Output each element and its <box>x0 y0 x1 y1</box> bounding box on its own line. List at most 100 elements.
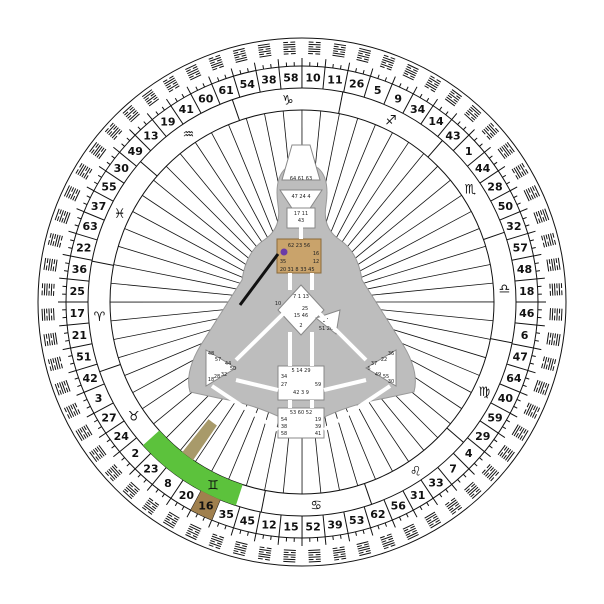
degree-tick <box>516 202 521 206</box>
degree-tick <box>68 355 73 357</box>
gate-number-label: 63 <box>82 220 97 233</box>
planet-pointer-line <box>238 253 280 306</box>
outer-ring-outline <box>37 37 567 567</box>
degree-tick <box>531 247 536 249</box>
degree-tick <box>362 70 365 75</box>
degree-tick <box>121 143 125 147</box>
degree-tick <box>202 516 206 521</box>
gate-divider <box>514 278 537 282</box>
taurus-icon: ♉ <box>128 410 140 425</box>
degree-tick <box>161 493 165 498</box>
gate-divider <box>420 479 434 499</box>
virgo-icon: ♍ <box>479 385 491 400</box>
degree-tick <box>68 247 73 249</box>
hexagram-icon <box>546 332 561 347</box>
degree-tick <box>146 484 153 491</box>
identity-gate-label-5: 25 <box>302 306 308 312</box>
gate-number-label: 13 <box>143 129 158 142</box>
g-gate-label-2: 16 <box>313 251 319 257</box>
ajna-center <box>279 189 323 223</box>
gate-divider <box>363 76 371 98</box>
hexagram-icon <box>75 162 93 180</box>
degree-tick <box>445 488 449 493</box>
hexagram-icon <box>356 541 372 557</box>
sacral-gate-label-4: 27 <box>281 382 287 388</box>
spleen-gate-label-7: 28 <box>214 374 220 380</box>
gate-divider <box>151 119 167 137</box>
gemini-icon: ♊ <box>207 478 219 493</box>
degree-tick <box>509 186 518 192</box>
hexagram-icon <box>89 444 107 463</box>
gate-divider <box>467 151 485 167</box>
degree-tick <box>247 531 249 536</box>
hexagram-icon <box>54 379 71 396</box>
degree-tick <box>370 527 374 536</box>
degree-tick <box>527 370 536 374</box>
degree-tick <box>384 522 388 527</box>
degree-tick <box>111 155 116 159</box>
degree-tick <box>513 405 518 409</box>
degree-tick <box>121 457 125 461</box>
degree-tick <box>202 83 206 88</box>
gate-number-label: 45 <box>240 514 255 527</box>
degree-tick <box>74 377 79 380</box>
gate-divider <box>499 383 521 393</box>
gate-number-label: 14 <box>428 115 444 128</box>
degree-tick <box>516 398 521 402</box>
degree-tick <box>270 535 272 541</box>
gate-divider <box>119 437 137 453</box>
hexagram-icon <box>41 283 55 296</box>
root-gate-label-4: 38 <box>281 424 287 430</box>
zodiac-divider <box>260 490 266 513</box>
gate-divider <box>134 134 151 152</box>
gate-highlight-cell <box>190 490 221 521</box>
gate-divider <box>119 151 137 167</box>
aquarius-icon: ♒ <box>183 128 195 143</box>
hexagram-icon <box>541 232 557 248</box>
degree-tick <box>70 362 75 365</box>
hexagram-icon <box>511 424 529 442</box>
gate-number-label: 28 <box>487 180 502 193</box>
degree-tick <box>216 522 220 527</box>
hexagram-icon <box>283 549 296 563</box>
gate-number-label: 46 <box>519 307 535 320</box>
gate-divider <box>383 499 393 521</box>
gate-number-label: 59 <box>487 412 502 425</box>
hexagram-icon <box>104 464 123 482</box>
gate-divider <box>93 402 114 414</box>
zodiac-divider <box>231 99 240 121</box>
degree-tick <box>527 230 536 234</box>
gate-divider <box>506 363 528 371</box>
gate-divider <box>490 190 511 202</box>
degree-tick <box>106 439 111 443</box>
degree-tick <box>277 59 280 68</box>
degree-tick <box>62 253 71 257</box>
degree-tick <box>239 70 242 75</box>
g-gate-label-3: 35 <box>280 259 286 265</box>
degree-tick <box>253 62 257 71</box>
degree-tick <box>347 533 351 542</box>
degree-tick <box>230 68 234 77</box>
hexagram-icon <box>41 308 55 321</box>
gate-number-label: 54 <box>240 78 256 91</box>
hexagram-icon <box>402 523 419 541</box>
degree-tick <box>412 509 418 518</box>
spleen-gate-label-2: 57 <box>215 357 221 363</box>
gate-divider <box>67 278 90 282</box>
gate-divider <box>506 232 528 241</box>
aries-icon: ♈ <box>94 310 106 325</box>
gate-divider <box>170 105 184 125</box>
degree-tick <box>247 68 249 73</box>
hexagram-icon <box>497 444 515 462</box>
zodiac-divider <box>427 140 443 158</box>
gate-divider <box>211 83 221 105</box>
hexagram-icon <box>523 185 541 202</box>
hexagram-icon <box>332 546 347 561</box>
gate-number-label: 51 <box>76 351 91 364</box>
gate-number-label: 11 <box>327 73 342 86</box>
gate-number-label: 30 <box>114 162 130 175</box>
gate-divider <box>105 170 125 184</box>
hexagram-icon <box>533 379 550 396</box>
gate-number-label: 37 <box>91 200 106 213</box>
hexagram-icon <box>43 257 58 272</box>
